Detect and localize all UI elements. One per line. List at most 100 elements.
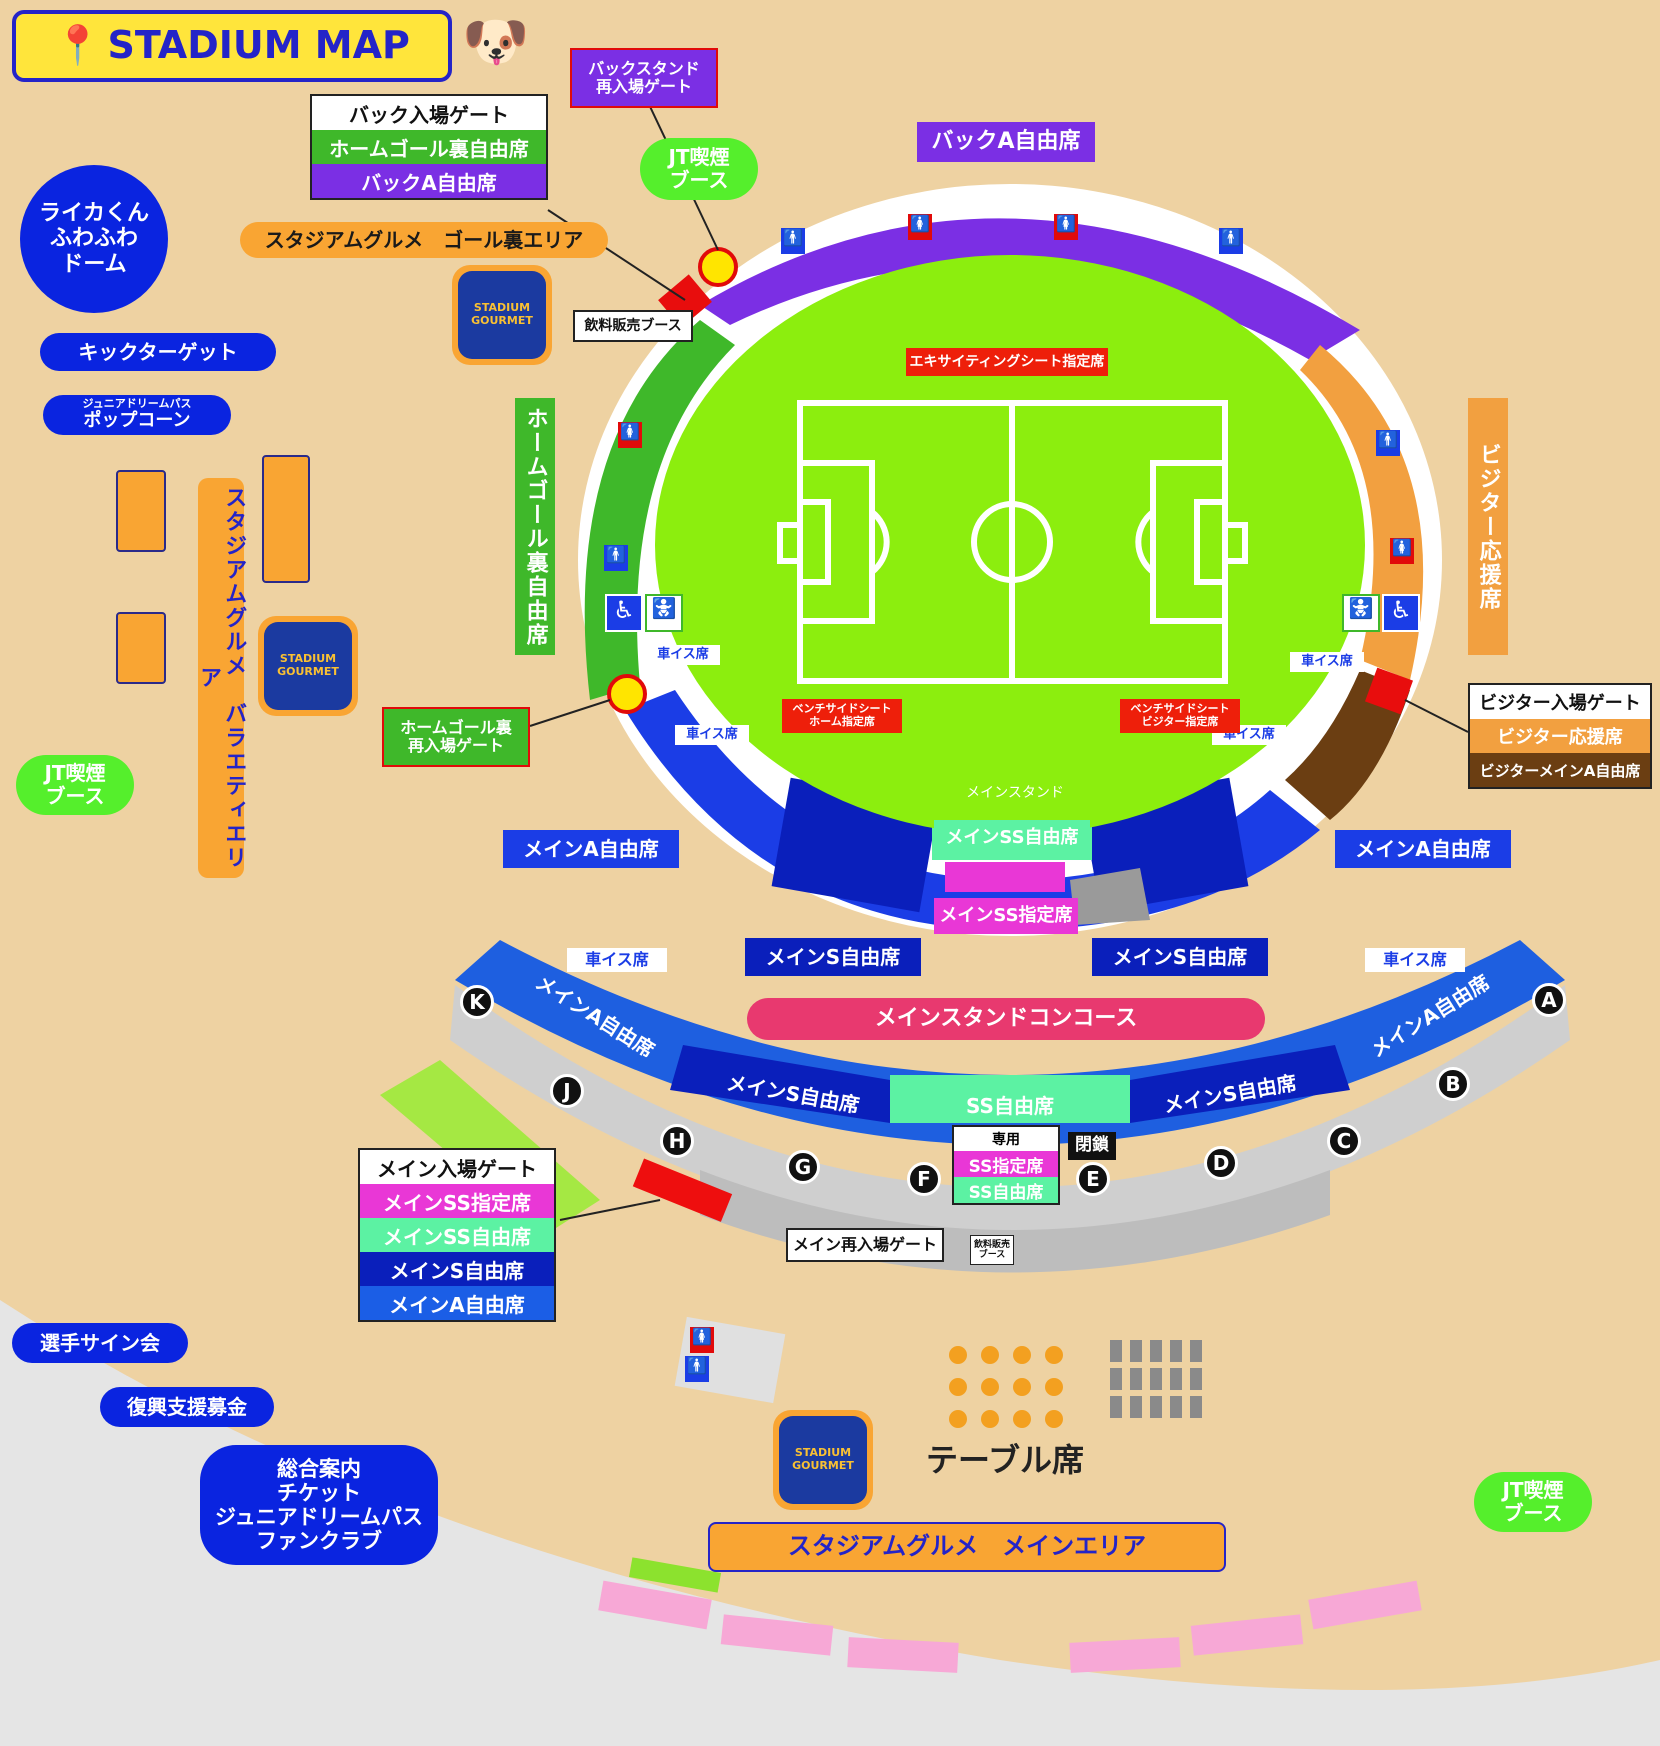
visitor-gate-red: [1364, 667, 1414, 715]
stadium-gourmet-logo-3: STADIUM GOURMET: [773, 1410, 873, 1510]
stall-3: [116, 612, 166, 684]
main-gate-red: [632, 1158, 733, 1222]
back-entry-gate-row-1: バックA自由席: [312, 164, 546, 198]
jt-smoking-booth-3[interactable]: JT喫煙 ブース: [1474, 1472, 1592, 1532]
visitor-support-label: ビジター応援席: [1468, 398, 1508, 655]
wheelchair-icon-1: ♿: [605, 594, 643, 632]
main-ss-reserved-label: メインSS指定席: [934, 898, 1078, 934]
map-title: 📍STADIUM MAP: [12, 10, 452, 82]
stadium-gourmet-logo-2: STADIUM GOURMET: [258, 616, 358, 716]
main-concourse-label: メインスタンドコンコース: [747, 998, 1265, 1040]
main-stand-label: メインスタンド: [966, 784, 1064, 801]
table-seat-label: テーブル席: [925, 1440, 1085, 1479]
player-sign-label[interactable]: 選手サイン会: [12, 1323, 188, 1363]
gourmet-goal-area: スタジアムグルメ ゴール裏エリア: [240, 222, 608, 258]
raika-dome[interactable]: ライカくん ふわふわ ドーム: [20, 165, 168, 313]
main-reentry-gate-label: メイン再入場ゲート: [786, 1228, 944, 1262]
table-seat-dots: [949, 1346, 1063, 1428]
main-ss-reserved-block: [945, 862, 1065, 892]
outer-plaza-grey: [0, 1300, 1660, 1746]
back-a-free-label: バックA自由席: [917, 122, 1095, 162]
main-s-free-left-label: メインS自由席: [745, 938, 921, 976]
wheelchair-seat-6: 車イス席: [1365, 948, 1465, 972]
arc-concourse: [450, 985, 1570, 1235]
toilet-icon-5: 🚺: [618, 422, 642, 448]
main-entry-gate-row-2: メインS自由席: [360, 1252, 554, 1286]
arc-ss-block: [890, 1075, 1130, 1123]
baby-care-icon-1: 🚼: [645, 594, 683, 632]
back-entry-gate: バック入場ゲート ホームゴール裏自由席 バックA自由席: [310, 94, 548, 200]
wheelchair-seat-1: 車イス席: [646, 645, 720, 665]
gate-letter-h[interactable]: H: [660, 1124, 694, 1158]
gate-letter-f[interactable]: F: [907, 1162, 941, 1196]
main-entry-gate-row-0: メインSS指定席: [360, 1184, 554, 1218]
gate-letter-g[interactable]: G: [786, 1150, 820, 1184]
gate-letter-e[interactable]: E: [1076, 1162, 1110, 1196]
dedicated-gate: 専用 SS指定席 SS自由席: [952, 1125, 1060, 1205]
gate-letter-b[interactable]: B: [1436, 1067, 1470, 1101]
stall-2: [262, 455, 310, 583]
visitor-entry-gate-row-1: ビジターメインA自由席: [1470, 753, 1650, 787]
popcorn-text: ポップコーン: [83, 409, 191, 431]
main-s-free-right-label: メインS自由席: [1092, 938, 1268, 976]
toilet-icon-4: 🚹: [1219, 228, 1243, 254]
bench-visitor-label: ベンチサイドシート ビジター指定席: [1120, 699, 1240, 733]
kicktarget-label[interactable]: キックターゲット: [40, 333, 276, 371]
arc-ss-free-label: SS自由席: [966, 1093, 1054, 1118]
home-reentry-marker: [607, 674, 647, 714]
closed-label: 閉鎖: [1068, 1132, 1116, 1160]
table-seat-blocks: [1110, 1340, 1202, 1418]
visitor-main-a-stand: [1285, 670, 1410, 820]
main-a-free-right-label: メインA自由席: [1335, 830, 1511, 868]
reconstruction-label[interactable]: 復興支援募金: [100, 1387, 274, 1427]
arc-main-s-left: [670, 1045, 890, 1123]
main-entry-gate-row-1: メインSS自由席: [360, 1218, 554, 1252]
back-reentry-marker: [698, 247, 738, 287]
home-goal-free-label: ホームゴール裏自由席: [515, 398, 555, 655]
gate-letter-k[interactable]: K: [460, 985, 494, 1019]
toilet-icon-8: 🚺: [1390, 538, 1414, 564]
dedicated-gate-row-0: SS指定席: [954, 1151, 1058, 1177]
wheelchair-seat-5: 車イス席: [567, 948, 667, 972]
jt-smoking-booth-2[interactable]: JT喫煙 ブース: [16, 755, 134, 815]
popcorn-junior-pass: ジュニアドリームパス: [82, 397, 192, 411]
wheelchair-seat-2: 車イス席: [1290, 652, 1364, 672]
drink-booth-small-label: 飲料販売 ブース: [970, 1235, 1014, 1265]
main-ss-free-label: メインSS自由席: [934, 820, 1090, 856]
gate-letter-c[interactable]: C: [1327, 1124, 1361, 1158]
main-a-free-left-label: メインA自由席: [503, 830, 679, 868]
toilet-icon-9: 🚺: [690, 1327, 714, 1353]
gate-letter-j[interactable]: J: [550, 1074, 584, 1108]
visitor-entry-gate-title: ビジター入場ゲート: [1470, 685, 1650, 719]
info-center-label[interactable]: 総合案内 チケット ジュニアドリームパス ファンクラブ: [200, 1445, 438, 1565]
gourmet-variety-area: スタジアムグルメ バラエティエリア: [196, 478, 246, 878]
jt-smoking-booth-1[interactable]: JT喫煙 ブース: [640, 138, 758, 200]
main-entry-gate-row-3: メインA自由席: [360, 1286, 554, 1320]
toilet-icon-3: 🚺: [1054, 214, 1078, 240]
main-entry-gate-title: メイン入場ゲート: [360, 1150, 554, 1184]
map-pin-icon: 📍: [54, 23, 102, 68]
home-goal-reentry-label: ホームゴール裏 再入場ゲート: [382, 707, 530, 767]
exciting-seat-label: エキサイティングシート指定席: [906, 348, 1108, 376]
food-stalls: [598, 1557, 1422, 1673]
gate-letter-d[interactable]: D: [1204, 1146, 1238, 1180]
baby-care-icon-2: 🚼: [1342, 594, 1380, 632]
back-reentry-gate-label: バックスタンド 再入場ゲート: [570, 48, 718, 108]
arc-main-s-right: [1130, 1045, 1350, 1123]
stadium-gourmet-logo-1: STADIUM GOURMET: [452, 265, 552, 365]
back-entry-gate-title: バック入場ゲート: [312, 96, 546, 130]
popcorn-label[interactable]: ジュニアドリームパス ポップコーン: [43, 395, 231, 435]
gourmet-main-area: スタジアムグルメ メインエリア: [708, 1522, 1226, 1572]
wheelchair-seat-3: 車イス席: [675, 725, 749, 745]
gate-letter-a[interactable]: A: [1532, 983, 1566, 1017]
toilet-icon-6: 🚹: [604, 545, 628, 571]
main-grey-block: [1070, 868, 1150, 925]
visitor-entry-gate: ビジター入場ゲート ビジター応援席 ビジターメインA自由席: [1468, 683, 1652, 789]
toilet-icon-7: 🚹: [1376, 430, 1400, 456]
mascot-icon: 🐶: [462, 10, 530, 73]
dedicated-gate-title: 専用: [992, 1132, 1020, 1148]
toilet-icon-1: 🚹: [781, 228, 805, 254]
pitch-lines: [777, 400, 1248, 684]
